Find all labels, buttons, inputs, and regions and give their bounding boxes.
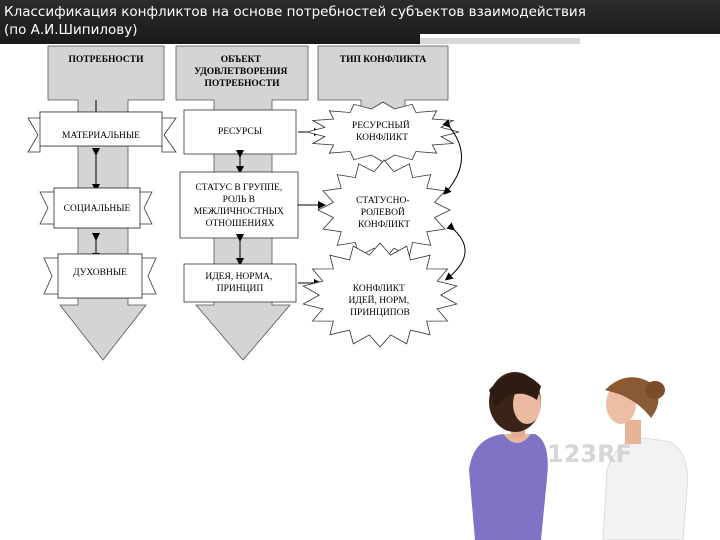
conflict-ideas-line-3: ПРИНЦИПОВ bbox=[350, 308, 410, 318]
object-idea-line-1: ИДЕЯ, НОРМА, bbox=[205, 272, 272, 282]
object-status-line-2: РОЛЬ В bbox=[223, 195, 255, 205]
title-bar bbox=[0, 0, 720, 44]
conflict-resource-line-2: КОНФЛИКТ bbox=[356, 133, 408, 143]
object-box-resources: РЕСУРСЫ bbox=[183, 109, 297, 155]
conflict-label-ideas: КОНФЛИКТ ИДЕЙ, НОРМ, ПРИНЦИПОВ bbox=[349, 284, 412, 318]
need-banner-social: СОЦИАЛЬНЫЕ bbox=[39, 187, 153, 229]
object-label-status: СТАТУС В ГРУППЕ, РОЛЬ В МЕЖЛИЧНОСТНЫХ ОТ… bbox=[194, 183, 287, 229]
conflict-burst-resource bbox=[306, 101, 460, 163]
need-label-material: МАТЕРИАЛЬНЫЕ bbox=[62, 131, 140, 141]
photo-woman-right bbox=[602, 377, 689, 540]
type-header: ТИП КОНФЛИКТА bbox=[340, 55, 427, 65]
title-accent-stripe-2 bbox=[420, 38, 580, 44]
object-box-idea: ИДЕЯ, НОРМА, ПРИНЦИП bbox=[183, 263, 297, 303]
conflict-label-status-role: СТАТУСНО- РОЛЕВОЙ КОНФЛИКТ bbox=[356, 196, 412, 230]
object-label-resources: РЕСУРСЫ bbox=[218, 127, 262, 137]
conflict-ideas-line-1: КОНФЛИКТ bbox=[353, 284, 405, 294]
object-header-line-2: УДОВЛЕТВОРЕНИЯ bbox=[194, 67, 287, 77]
slide-title-line-2: (по А.И.Шипилову) bbox=[4, 22, 138, 38]
type-column: ТИП КОНФЛИКТА bbox=[317, 45, 449, 111]
object-header-line-1: ОБЪЕКТ bbox=[221, 55, 262, 65]
conflict-resource-line-1: РЕСУРСНЫЙ bbox=[352, 119, 410, 131]
slide-title: Классификация конфликтов на основе потре… bbox=[4, 3, 714, 39]
conflict-status-line-3: КОНФЛИКТ bbox=[358, 220, 410, 230]
need-banner-spiritual: ДУХОВНЫЕ bbox=[43, 253, 157, 299]
need-label-spiritual: ДУХОВНЫЕ bbox=[73, 268, 127, 278]
object-header-line-3: ПОТРЕБНОСТИ bbox=[204, 79, 280, 89]
object-status-line-4: ОТНОШЕНИЯХ bbox=[206, 219, 275, 229]
photo-two-women: 123RF bbox=[469, 372, 689, 540]
slide-title-line-1: Классификация конфликтов на основе потре… bbox=[4, 4, 586, 20]
object-status-line-1: СТАТУС В ГРУППЕ, bbox=[195, 183, 282, 193]
conflict-status-line-2: РОЛЕВОЙ bbox=[361, 206, 405, 218]
conflict-link-curve-1 bbox=[442, 119, 462, 196]
need-label-social: СОЦИАЛЬНЫЕ bbox=[64, 204, 131, 214]
conflict-ideas-line-2: ИДЕЙ, НОРМ, bbox=[349, 294, 410, 306]
conflict-burst-ideas bbox=[302, 242, 458, 348]
object-status-line-3: МЕЖЛИЧНОСТНЫХ bbox=[194, 207, 284, 217]
object-idea-line-2: ПРИНЦИП bbox=[217, 284, 264, 294]
need-banner-material: МАТЕРИАЛЬНЫЕ bbox=[27, 111, 177, 153]
object-label-idea: ИДЕЯ, НОРМА, ПРИНЦИП bbox=[205, 272, 274, 294]
object-header: ОБЪЕКТ УДОВЛЕТВОРЕНИЯ ПОТРЕБНОСТИ bbox=[194, 55, 290, 89]
needs-header: ПОТРЕБНОСТИ bbox=[68, 55, 144, 65]
conflict-label-resource: РЕСУРСНЫЙ КОНФЛИКТ bbox=[352, 119, 412, 143]
conflict-status-line-1: СТАТУСНО- bbox=[356, 196, 409, 206]
photo-watermark: 123RF bbox=[547, 440, 632, 468]
object-box-status: СТАТУС В ГРУППЕ, РОЛЬ В МЕЖЛИЧНОСТНЫХ ОТ… bbox=[179, 171, 299, 239]
photo-woman-left bbox=[469, 372, 548, 540]
conflict-link-curve-2 bbox=[444, 222, 466, 281]
